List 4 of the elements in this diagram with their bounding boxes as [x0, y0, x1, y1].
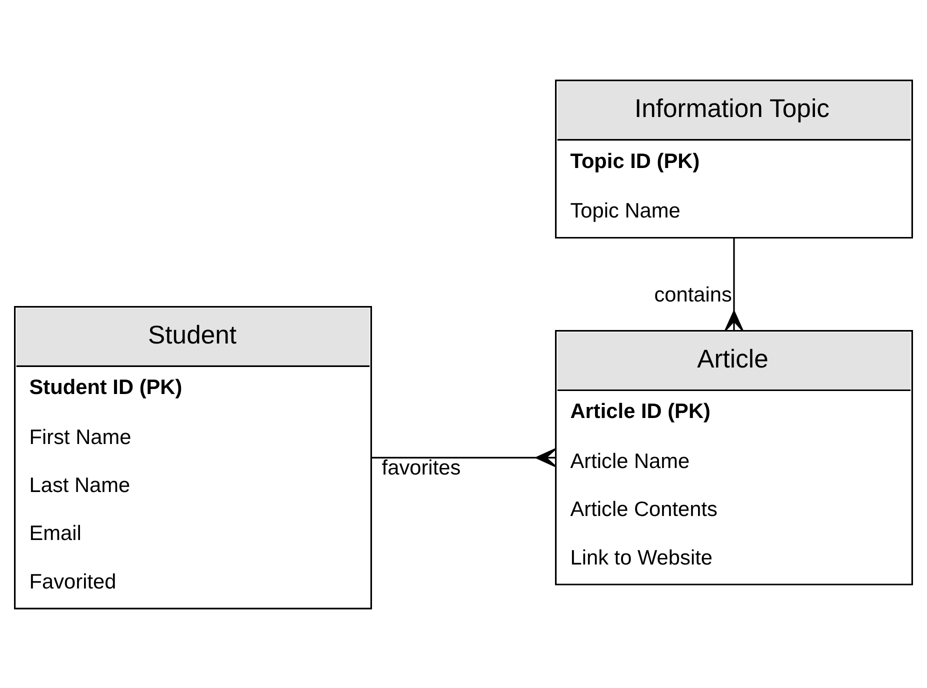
- edge-label: contains: [654, 283, 732, 306]
- connector: [371, 448, 556, 467]
- edge-label: favorites: [382, 456, 461, 479]
- connector: [724, 238, 744, 331]
